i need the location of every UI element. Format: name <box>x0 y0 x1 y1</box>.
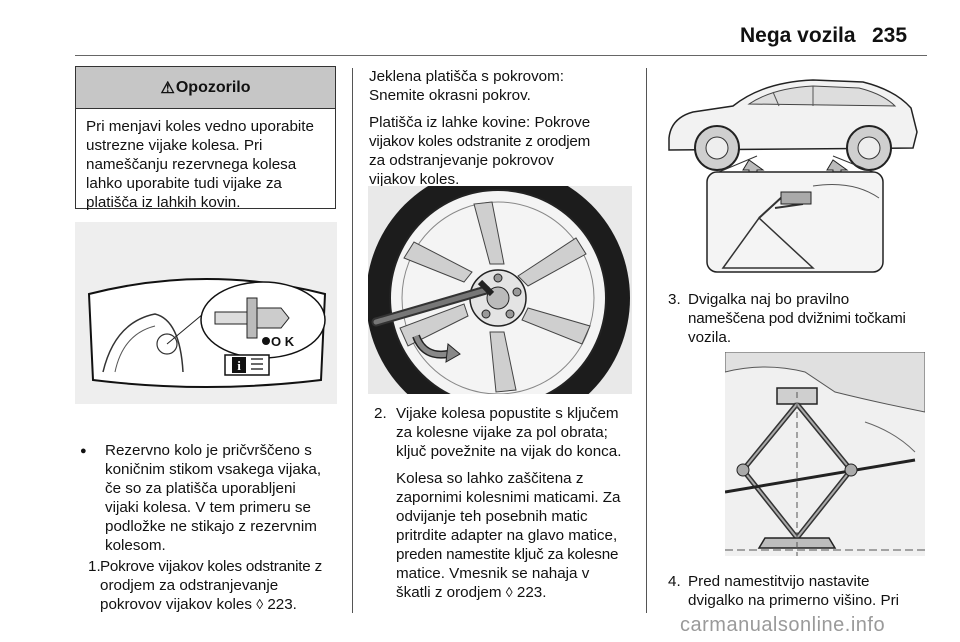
step-number: 3. <box>668 291 681 308</box>
step-line: vozila. <box>688 329 732 346</box>
page-number: 235 <box>872 24 908 47</box>
para-line: Jeklena platišča s pokrovom: <box>369 68 564 85</box>
warning-line: Pri menjavi koles vedno uporabite <box>86 118 314 135</box>
para-line: Platišča iz lahke kovine: Pokrove <box>369 114 591 131</box>
step-line: orodjem za odstranjevanje <box>100 577 279 594</box>
step-number: 4. <box>668 573 681 590</box>
svg-text:i: i <box>237 358 241 373</box>
scissor-jack-drawing <box>725 352 925 556</box>
step-number: 1. <box>88 558 101 575</box>
step-3: 3. Dvigalka naj bo pravilno nameščena po… <box>668 290 930 347</box>
step-line: Dvigalka naj bo pravilno <box>688 291 850 308</box>
step-line: Kolesa so lahko zaščitena z <box>396 470 584 487</box>
step-line: pokrovov vijakov koles <box>100 596 252 613</box>
vehicle-jacking-drawing <box>668 79 918 273</box>
step-2: 2. Vijake kolesa popustite s ključem za … <box>374 404 642 602</box>
step-line: matice. Vmesnik se nahaja v <box>396 565 590 582</box>
header-rule <box>75 55 927 56</box>
step-1: 1. Pokrove vijakov koles odstranite z or… <box>88 557 350 614</box>
warning-line: platišča iz lahkih kovin. <box>86 194 241 211</box>
page-ref-icon: ◊ <box>256 596 264 612</box>
step-3-item: 3. Dvigalka naj bo pravilno nameščena po… <box>668 290 930 347</box>
step-line: odvijanje teh posebnih matic <box>396 508 588 525</box>
column-2-intro: Jeklena platišča s pokrovom: Snemite okr… <box>369 67 641 189</box>
bullet-line: vijaki kolesa. V tem primeru se <box>105 499 311 516</box>
warning-title: Opozorilo <box>175 78 251 96</box>
warning-text: Pri menjavi koles vedno uporabite ustrez… <box>76 109 335 212</box>
bullet-line: če so za platišča uporabljeni <box>105 480 296 497</box>
bullet-line: koničnim stikom vsakega vijaka, <box>105 461 322 478</box>
step-line-with-ref: škatli z orodjem ◊ 223. <box>396 583 642 602</box>
step-4: 4. Pred namestitvijo nastavite dvigalko … <box>668 572 930 610</box>
vehicle-jacking-points-illustration <box>663 68 925 274</box>
para-line: vijakov koles. <box>369 171 460 188</box>
page-ref-icon: ◊ <box>505 584 513 600</box>
wheel-wrench-drawing <box>368 186 630 394</box>
warning-line: ustrezne vijake kolesa. Pri <box>86 137 263 154</box>
page-header: Nega vozila 235 <box>0 0 960 56</box>
column-1-text: ● Rezervno kolo je pričvrščeno s konični… <box>80 441 348 555</box>
column-divider-left <box>352 68 353 613</box>
warning-line: nameščanju rezervnega kolesa <box>86 156 297 173</box>
step-line: dvigalko na primerno višino. Pri <box>688 592 900 609</box>
step-1-item: 1. Pokrove vijakov koles odstranite z or… <box>88 557 350 614</box>
scissor-jack-illustration <box>725 352 925 556</box>
warning-box: ⚠ Opozorilo Pri menjavi koles vedno upor… <box>75 66 336 212</box>
para-line: Snemite okrasni pokrov. <box>369 87 531 104</box>
wheel-bolt-illustration: O K i <box>75 222 337 404</box>
page-ref-link[interactable]: 223. <box>516 584 547 601</box>
bullet-line: podložke ne stikajo z rezervnim <box>105 518 317 535</box>
bullet-symbol: ● <box>80 445 87 457</box>
step-2-item: 2. Vijake kolesa popustite s ključem za … <box>374 404 642 602</box>
step-line: ključ povežnite na vijak do konca. <box>396 443 622 460</box>
info-icon: i <box>232 357 246 373</box>
ok-label: O K <box>271 334 295 349</box>
step-line: preden namestite ključ za kolesne <box>396 546 619 563</box>
step-line: Pred namestitvijo nastavite <box>688 573 870 590</box>
wheel-bolt-drawing: O K i <box>87 278 327 388</box>
step-line: Vijake kolesa popustite s ključem <box>396 405 619 422</box>
wheel-wrench-illustration <box>368 186 632 394</box>
para-line: vijakov koles odstranite z orodjem <box>369 133 591 150</box>
page-ref-link[interactable]: 223. <box>267 596 297 613</box>
step-number: 2. <box>374 405 387 422</box>
warning-header: ⚠ Opozorilo <box>76 67 335 109</box>
watermark: carmanualsonline.info <box>680 614 886 636</box>
step-line: nameščena pod dvižnimi točkami <box>688 310 906 327</box>
step-4-item: 4. Pred namestitvijo nastavite dvigalko … <box>668 572 930 610</box>
warning-line: lahko uporabite tudi vijake za <box>86 175 282 192</box>
step-line: škatli z orodjem <box>396 584 502 601</box>
warning-triangle-icon: ⚠ <box>160 79 175 97</box>
para-line: za odstranjevanje pokrovov <box>369 152 554 169</box>
step-line: za kolesne vijake za pol obrata; <box>396 424 608 441</box>
bullet-line: kolesom. <box>105 537 166 554</box>
step-line-with-ref: pokrovov vijakov koles ◊ 223. <box>100 595 350 614</box>
page-title: Nega vozila <box>740 24 856 47</box>
bullet-line: Rezervno kolo je pričvrščeno s <box>105 442 312 459</box>
step-line: zapornimi kolesnimi maticami. Za <box>396 489 621 506</box>
bullet-item: ● Rezervno kolo je pričvrščeno s konični… <box>80 441 348 555</box>
column-divider-right <box>646 68 647 613</box>
step-line: Pokrove vijakov koles odstranite z <box>100 558 322 575</box>
step-line: pritrdite adapter na glavo matice, <box>396 527 618 544</box>
